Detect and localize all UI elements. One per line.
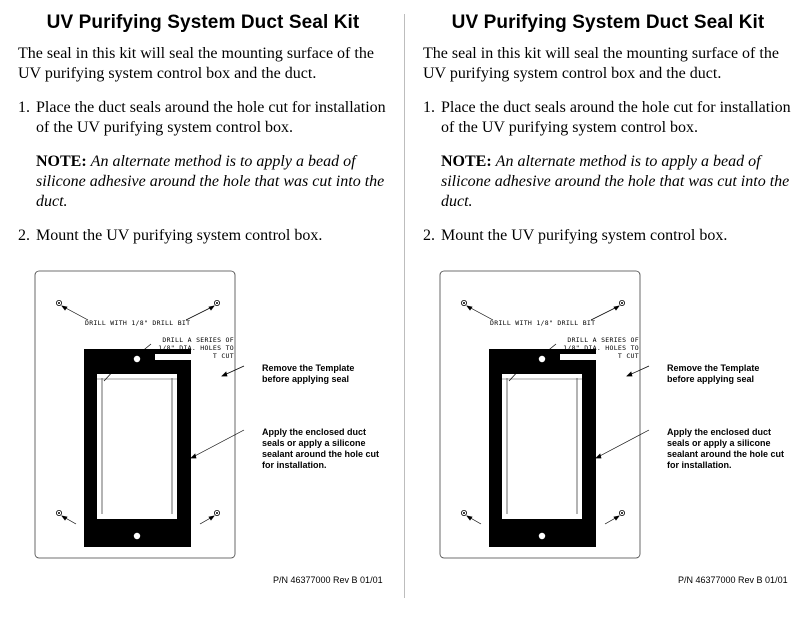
step-number: 1. <box>18 99 30 116</box>
step-text: Place the duct seals around the hole cut… <box>36 99 386 136</box>
remove-template-label: Remove the Template before applying seal <box>262 363 355 384</box>
column-divider <box>404 14 405 598</box>
template-diagram <box>34 270 245 559</box>
drill-series-line: T CUT <box>617 352 639 360</box>
step-text: Place the duct seals around the hole cut… <box>441 99 791 136</box>
template-diagram <box>439 270 650 559</box>
step-number: 2. <box>423 227 435 244</box>
drill-hole-icon <box>56 300 220 516</box>
step-2: 2. Mount the UV purifying system control… <box>18 226 388 246</box>
drill-series-label: DRILL A SERIES OF 1/8" DIA. HOLES TO T C… <box>559 336 639 360</box>
apply-seal-label: Apply the enclosed duct seals or apply a… <box>667 427 785 470</box>
note-label: NOTE: <box>441 153 492 170</box>
step-number: 2. <box>18 227 30 244</box>
drill-series-label: DRILL A SERIES OF 1/8" DIA. HOLES TO T C… <box>154 336 234 360</box>
seal-hole-bottom-icon <box>538 532 546 540</box>
note-text: An alternate method is to apply a bead o… <box>36 153 385 210</box>
drill-series-line: 1/8" DIA. HOLES TO <box>158 344 234 352</box>
template-outline <box>34 270 236 559</box>
step-number: 1. <box>423 99 435 116</box>
seal-hole-bottom-icon <box>133 532 141 540</box>
page-title: UV Purifying System Duct Seal Kit <box>451 12 765 33</box>
step-1: 1. Place the duct seals around the hole … <box>18 98 388 138</box>
step-text: Mount the UV purifying system control bo… <box>441 227 728 244</box>
note-block: NOTE: An alternate method is to apply a … <box>441 152 793 212</box>
drill-series-line: T CUT <box>212 352 234 360</box>
hole-cutout <box>502 374 582 519</box>
seal-hole-top-icon <box>133 355 141 363</box>
right-instruction-column: UV Purifying System Duct Seal Kit The se… <box>423 0 793 617</box>
drill-series-line: DRILL A SERIES OF <box>567 336 639 344</box>
note-text: An alternate method is to apply a bead o… <box>441 153 790 210</box>
drill-hole-icon <box>461 300 625 516</box>
note-label: NOTE: <box>36 153 87 170</box>
drill-series-line: 1/8" DIA. HOLES TO <box>563 344 639 352</box>
intro-text: The seal in this kit will seal the mount… <box>423 45 779 82</box>
page-title: UV Purifying System Duct Seal Kit <box>46 12 360 33</box>
hole-cutout <box>97 374 177 519</box>
part-number: P/N 46377000 Rev B 01/01 <box>678 575 788 585</box>
label-mask <box>155 354 209 360</box>
drill-series-line: DRILL A SERIES OF <box>162 336 234 344</box>
apply-seal-label: Apply the enclosed duct seals or apply a… <box>262 427 380 470</box>
label-mask <box>560 354 614 360</box>
intro-text: The seal in this kit will seal the mount… <box>18 45 374 82</box>
drill-bit-label: DRILL WITH 1/8" DRILL BIT <box>490 319 596 327</box>
step-2: 2. Mount the UV purifying system control… <box>423 226 793 246</box>
part-number: P/N 46377000 Rev B 01/01 <box>273 575 383 585</box>
step-text: Mount the UV purifying system control bo… <box>36 227 323 244</box>
remove-template-label: Remove the Template before applying seal <box>667 363 760 384</box>
seal-hole-top-icon <box>538 355 546 363</box>
drill-bit-label: DRILL WITH 1/8" DRILL BIT <box>85 319 191 327</box>
template-outline <box>439 270 641 559</box>
note-block: NOTE: An alternate method is to apply a … <box>36 152 388 212</box>
step-1: 1. Place the duct seals around the hole … <box>423 98 793 138</box>
left-instruction-column: UV Purifying System Duct Seal Kit The se… <box>18 0 388 617</box>
